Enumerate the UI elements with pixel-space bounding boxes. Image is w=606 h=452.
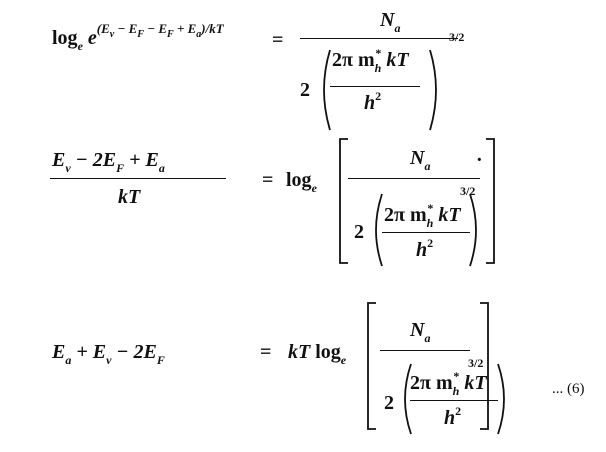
square: 2 <box>375 89 382 103</box>
right-paren-icon <box>497 363 505 435</box>
right-paren-icon <box>429 49 437 131</box>
t: − 2E <box>111 341 157 363</box>
left-bracket-icon <box>339 138 348 264</box>
exp-sub: a <box>196 29 202 40</box>
inner-sub: h <box>452 384 460 398</box>
h: h <box>416 239 428 261</box>
power: 3/2 <box>449 30 465 44</box>
inner-numerator: 2π mh* kT <box>384 202 461 229</box>
exp-part: − E <box>114 21 138 36</box>
s: v <box>106 353 112 367</box>
inner-text: 2π m <box>410 372 453 394</box>
equals-sign: = <box>260 341 272 363</box>
left-bracket-icon <box>367 302 376 430</box>
lhs-denominator: kT <box>118 186 141 208</box>
inner-denominator: h2 <box>364 90 381 114</box>
eq3-lhs: Ea + Ev − 2EF <box>52 341 165 366</box>
num-text: N <box>410 147 425 169</box>
inner-numerator: 2π mh* kT <box>410 370 487 397</box>
exp-part: − E <box>143 21 168 36</box>
num-text: N <box>380 9 395 31</box>
log-base: e <box>311 181 317 195</box>
left-paren-icon <box>404 363 412 435</box>
num-text: N <box>410 319 425 341</box>
equals-sign: = <box>262 169 274 191</box>
power: 3/2 <box>468 356 484 370</box>
inner-text: kT <box>459 372 487 394</box>
kt-log: kT loge <box>288 341 346 366</box>
dot: · <box>476 149 483 171</box>
inner-denominator: h2 <box>416 237 433 261</box>
inner-text: 2π m <box>332 49 375 71</box>
inner-fraction-bar <box>382 232 470 234</box>
star: * <box>453 369 460 383</box>
star: * <box>427 201 434 215</box>
fraction-bar <box>380 350 470 352</box>
s: a <box>158 161 165 175</box>
h: h <box>444 407 456 429</box>
log-text: log <box>315 341 341 363</box>
eq1-lhs: loge e(Ev − EF − EF + Ea)/kT <box>52 22 224 52</box>
coefficient: 2 <box>354 221 364 243</box>
exp-sub: F <box>137 29 144 40</box>
kT: kT <box>288 341 311 363</box>
exp-part: (E <box>96 21 110 36</box>
fraction-bar <box>348 178 480 180</box>
log-text: log <box>286 169 312 191</box>
inner-text: kT <box>433 204 461 226</box>
log-base: e <box>77 39 83 53</box>
square: 2 <box>427 236 434 250</box>
inner-sub: h <box>374 61 382 75</box>
exp-sub: v <box>109 29 115 40</box>
right-bracket-icon <box>486 138 495 264</box>
equals-sign: = <box>272 29 284 51</box>
right-bracket-icon <box>480 302 489 430</box>
t: − 2E <box>70 149 117 171</box>
power: 3/2 <box>460 184 476 198</box>
numerator: Na <box>410 147 430 172</box>
log-base: e <box>340 353 347 367</box>
exp-part: + E <box>173 21 197 36</box>
h: h <box>364 92 376 114</box>
left-paren-icon <box>323 49 331 131</box>
t: + E <box>71 341 107 363</box>
num-sub: a <box>424 159 431 173</box>
s: F <box>156 353 165 367</box>
inner-text: 2π m <box>384 204 427 226</box>
numerator: Na <box>410 319 430 344</box>
inner-denominator: h2 <box>444 405 461 429</box>
coefficient: 2 <box>300 79 310 101</box>
t: + E <box>124 149 159 171</box>
exp-base: e <box>87 27 97 49</box>
inner-fraction-bar <box>410 400 498 402</box>
left-paren-icon <box>375 193 383 267</box>
inner-sub: h <box>426 216 434 230</box>
num-sub: a <box>424 331 431 345</box>
s: a <box>65 353 72 367</box>
exponent: (Ev − EF − EF + Ea)/kT <box>96 21 224 40</box>
coefficient: 2 <box>384 392 394 414</box>
equation-number: ... (6) <box>552 381 585 397</box>
log: loge <box>286 169 317 194</box>
square: 2 <box>455 404 462 418</box>
fraction-bar <box>50 178 226 180</box>
t: E <box>52 341 66 363</box>
inner-fraction-bar <box>330 86 420 88</box>
numerator: Na <box>380 9 400 34</box>
right-paren-icon <box>469 193 477 267</box>
log-text: log <box>52 27 78 49</box>
inner-text: kT <box>381 49 409 71</box>
fraction-bar <box>300 38 458 40</box>
exp-part: )/kT <box>201 21 224 36</box>
num-sub: a <box>394 21 401 35</box>
star: * <box>375 46 382 60</box>
exp-sub: F <box>167 29 174 40</box>
s: v <box>65 161 71 175</box>
inner-numerator: 2π mh* kT <box>332 47 409 74</box>
t: E <box>52 149 66 171</box>
s: F <box>116 161 125 175</box>
eq2-lhs-numerator: Ev − 2EF + Ea <box>52 149 165 174</box>
